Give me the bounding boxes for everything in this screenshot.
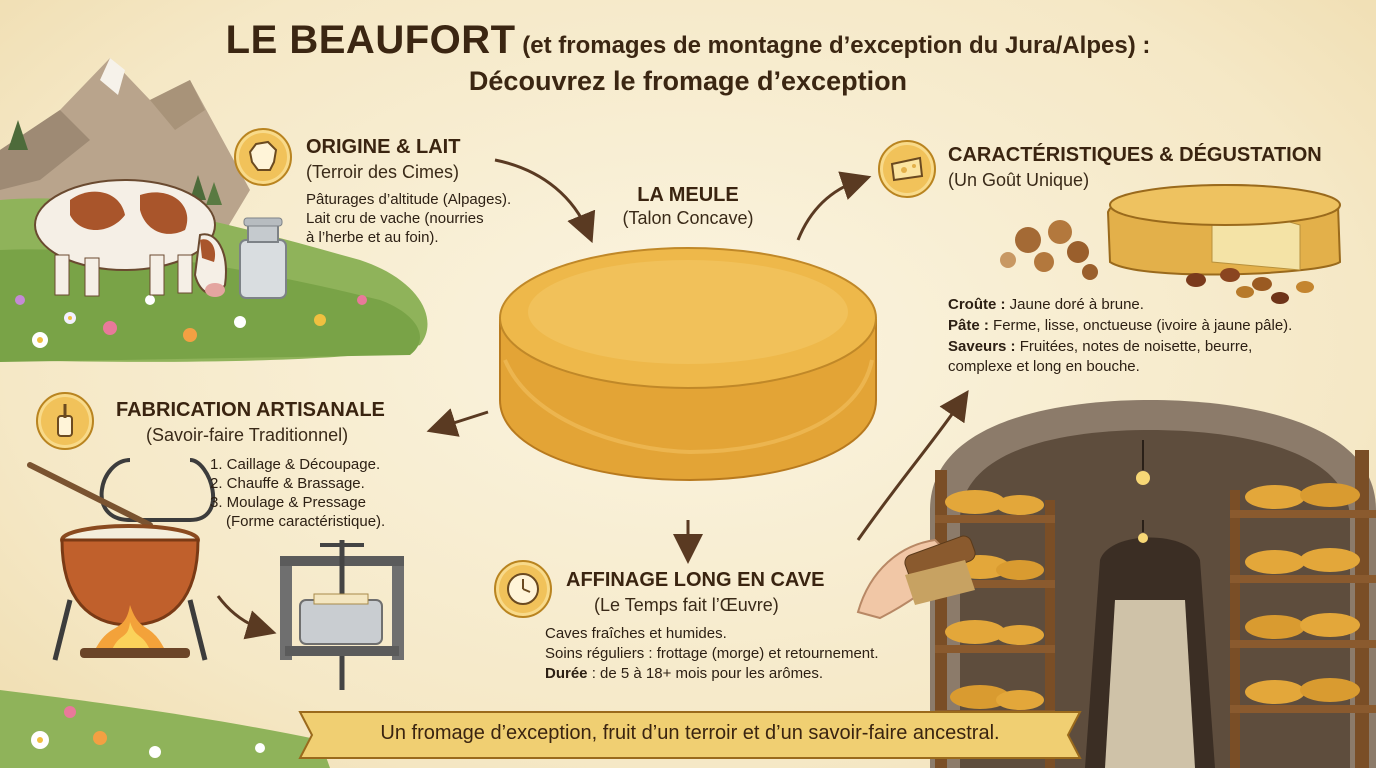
affinage-line-2: Soins réguliers : frottage (morge) et re…	[545, 645, 879, 662]
footer-banner-text: Un fromage d’exception, fruit d’un terro…	[380, 722, 1000, 744]
origine-title: ORIGINE & LAIT	[306, 136, 461, 158]
bottom-meadow-illustration	[0, 690, 330, 768]
france-map-icon	[234, 128, 292, 186]
origine-line-3: à l’herbe et au foin).	[306, 229, 439, 246]
title-rest: (et fromages de montagne d’exception du …	[515, 32, 1151, 59]
page-title: LE BEAUFORT (et fromages de montagne d’e…	[0, 18, 1376, 63]
fabrication-subtitle: (Savoir-faire Traditionnel)	[146, 425, 349, 445]
arrow-affinage-to-caracteristiques	[856, 390, 969, 541]
affinage-line-1: Caves fraîches et humides.	[545, 625, 727, 642]
fabrication-step-1: 1. Caillage & Découpage.	[210, 456, 381, 473]
fabrication-step-3: 3. Moulage & Pressage	[210, 494, 366, 511]
affinage-title: AFFINAGE LONG EN CAVE	[566, 569, 825, 591]
fabrication-title: FABRICATION ARTISANALE	[116, 399, 385, 421]
saveurs-line: Saveurs : Fruitées, notes de noisette, b…	[948, 338, 1253, 355]
pate-line: Pâte : Ferme, lisse, onctueuse (ivoire à…	[948, 317, 1293, 334]
caracteristiques-subtitle: (Un Goût Unique)	[948, 170, 1090, 190]
saveurs-line-2: complexe et long en bouche.	[948, 358, 1140, 375]
croute-line: Croûte : Jaune doré à brune.	[948, 296, 1144, 313]
affinage-duree-line: Durée : de 5 à 18+ mois pour les arômes.	[545, 665, 824, 682]
butter-churn-icon	[36, 392, 94, 450]
origine-line-1: Pâturages d’altitude (Alpages).	[306, 191, 512, 208]
arrow-meule-to-caracteristiques	[796, 171, 872, 241]
page-subtitle: Découvrez le fromage d’exception	[468, 66, 908, 96]
footer-banner-ribbon	[298, 711, 1082, 759]
cheese-wedge-icon	[878, 140, 936, 198]
meule-title: LA MEULE	[637, 184, 739, 206]
meule-subtitle: (Talon Concave)	[622, 208, 754, 228]
cauldron-illustration	[27, 458, 216, 661]
cow-illustration	[34, 179, 227, 297]
origine-line-2: Lait cru de vache (nourries	[306, 210, 484, 227]
arrow-origine-to-meule	[494, 158, 596, 244]
title-main: LE BEAUFORT	[225, 18, 516, 62]
cheese-wedge-illustration	[1000, 184, 1342, 304]
cheese-wheel-illustration	[499, 247, 877, 482]
origine-subtitle: (Terroir des Cimes)	[306, 162, 460, 182]
caracteristiques-title: CARACTÉRISTIQUES & DÉGUSTATION	[948, 144, 1322, 166]
arrow-cauldron-to-press	[216, 595, 277, 640]
fabrication-step-3-note: (Forme caractéristique).	[226, 513, 386, 530]
cave-illustration	[856, 400, 1376, 768]
cheese-press-illustration	[280, 540, 404, 690]
clock-icon	[494, 560, 552, 618]
arrow-meule-to-fabrication	[426, 408, 489, 437]
affinage-subtitle: (Le Temps fait l’Œuvre)	[594, 595, 779, 615]
fabrication-step-2: 2. Chauffe & Brassage.	[210, 475, 365, 492]
milk-can-illustration	[239, 217, 287, 299]
